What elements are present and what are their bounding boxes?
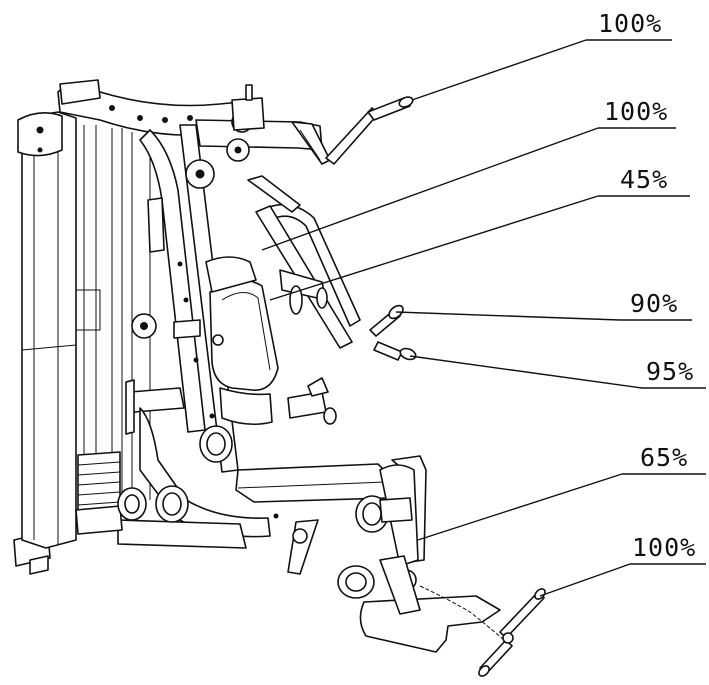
home-gym-machine xyxy=(13,79,546,677)
callout-labels: 100% 100% 45% 90% 95% 65% 100% xyxy=(598,9,696,562)
leader-top-handle xyxy=(411,39,672,101)
callout-label-chest-press-arm: 100% xyxy=(604,97,668,126)
leader-lower-grip xyxy=(409,355,706,389)
callout-label-lower-grip: 95% xyxy=(646,357,694,386)
leader-chest-press-arm xyxy=(261,127,676,251)
leader-leg-developer xyxy=(417,473,706,541)
callout-label-upper-grip: 90% xyxy=(630,289,678,318)
leader-pec-pad xyxy=(269,195,690,301)
leader-low-pulley-handle xyxy=(539,563,706,597)
callout-label-top-handle: 100% xyxy=(598,9,662,38)
callout-label-pec-pad: 45% xyxy=(620,165,668,194)
callout-label-low-pulley-handle: 100% xyxy=(632,533,696,562)
callout-leaders xyxy=(261,39,706,597)
leader-upper-grip xyxy=(395,311,692,321)
callout-label-leg-developer: 65% xyxy=(640,443,688,472)
